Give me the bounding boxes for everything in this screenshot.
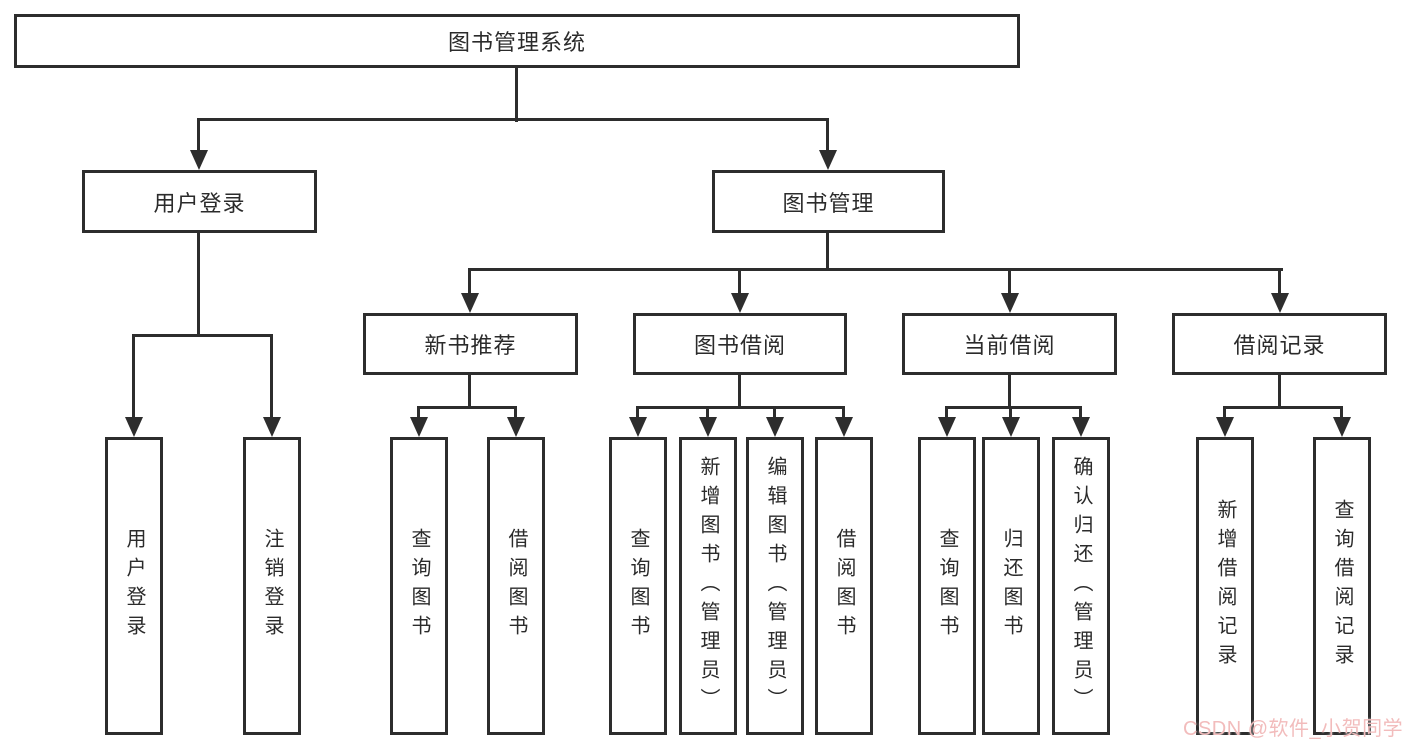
arrowhead-down-icon [835,417,853,437]
connector-line [1009,406,1012,420]
connector-line [826,118,829,154]
leaf-query-borrow-record: 查询借阅记录 [1313,437,1371,735]
connector-line [1223,406,1226,420]
arrowhead-down-icon [819,150,837,170]
leaf-logout: 注销登录 [243,437,301,735]
arrowhead-down-icon [263,417,281,437]
leaf-query-books-current: 查询图书 [918,437,976,735]
connector-line [1278,373,1281,409]
connector-line [132,334,135,422]
connector-line [468,268,1283,271]
connector-line [1223,406,1343,409]
leaf-query-books-borrowing: 查询图书 [609,437,667,735]
leaf-add-borrow-record: 新增借阅记录 [1196,437,1254,735]
connector-line [197,231,200,337]
connector-line [773,406,776,420]
node-book-management: 图书管理 [712,170,945,233]
connector-line [826,231,829,271]
connector-line [468,373,471,409]
connector-line [1008,373,1011,409]
leaf-add-books-admin: 新增图书（管理员） [679,437,737,735]
leaf-borrow-books-recommend: 借阅图书 [487,437,545,735]
arrowhead-down-icon [461,293,479,313]
node-book-borrowing: 图书借阅 [633,313,847,375]
arrowhead-down-icon [125,417,143,437]
arrowhead-down-icon [190,150,208,170]
arrowhead-down-icon [1001,293,1019,313]
arrowhead-down-icon [1333,417,1351,437]
arrowhead-down-icon [699,417,717,437]
arrowhead-down-icon [507,417,525,437]
leaf-user-login: 用户登录 [105,437,163,735]
arrowhead-down-icon [1216,417,1234,437]
arrowhead-down-icon [1002,417,1020,437]
connector-line [945,406,1082,409]
connector-line [945,406,948,420]
leaf-confirm-return-admin: 确认归还（管理员） [1052,437,1110,735]
arrowhead-down-icon [938,417,956,437]
connector-line [738,268,741,298]
connector-line [514,406,517,420]
connector-line [197,118,829,121]
connector-line [636,406,639,420]
connector-line [417,406,420,420]
arrowhead-down-icon [410,417,428,437]
leaf-borrow-books: 借阅图书 [815,437,873,735]
connector-line [270,334,273,422]
arrowhead-down-icon [731,293,749,313]
connector-line [515,66,518,122]
node-current-borrowing: 当前借阅 [902,313,1117,375]
csdn-watermark: CSDN @软件_小贺同学 [1183,718,1404,740]
arrowhead-down-icon [766,417,784,437]
node-library-system: 图书管理系统 [14,14,1020,68]
arrowhead-down-icon [1072,417,1090,437]
leaf-return-books: 归还图书 [982,437,1040,735]
connector-line [1079,406,1082,420]
connector-line [417,406,517,409]
connector-line [132,334,273,337]
connector-line [1008,268,1011,298]
connector-line [842,406,845,420]
connector-line [1340,406,1343,420]
connector-line [1278,268,1281,298]
connector-line [706,406,709,420]
node-borrowing-records: 借阅记录 [1172,313,1387,375]
connector-line [197,118,200,154]
connector-line [636,406,845,409]
leaf-edit-books-admin: 编辑图书（管理员） [746,437,804,735]
connector-line [468,268,471,298]
arrowhead-down-icon [629,417,647,437]
leaf-query-books-recommend: 查询图书 [390,437,448,735]
arrowhead-down-icon [1271,293,1289,313]
node-user-login: 用户登录 [82,170,317,233]
connector-line [738,373,741,409]
node-new-book-recommendation: 新书推荐 [363,313,578,375]
